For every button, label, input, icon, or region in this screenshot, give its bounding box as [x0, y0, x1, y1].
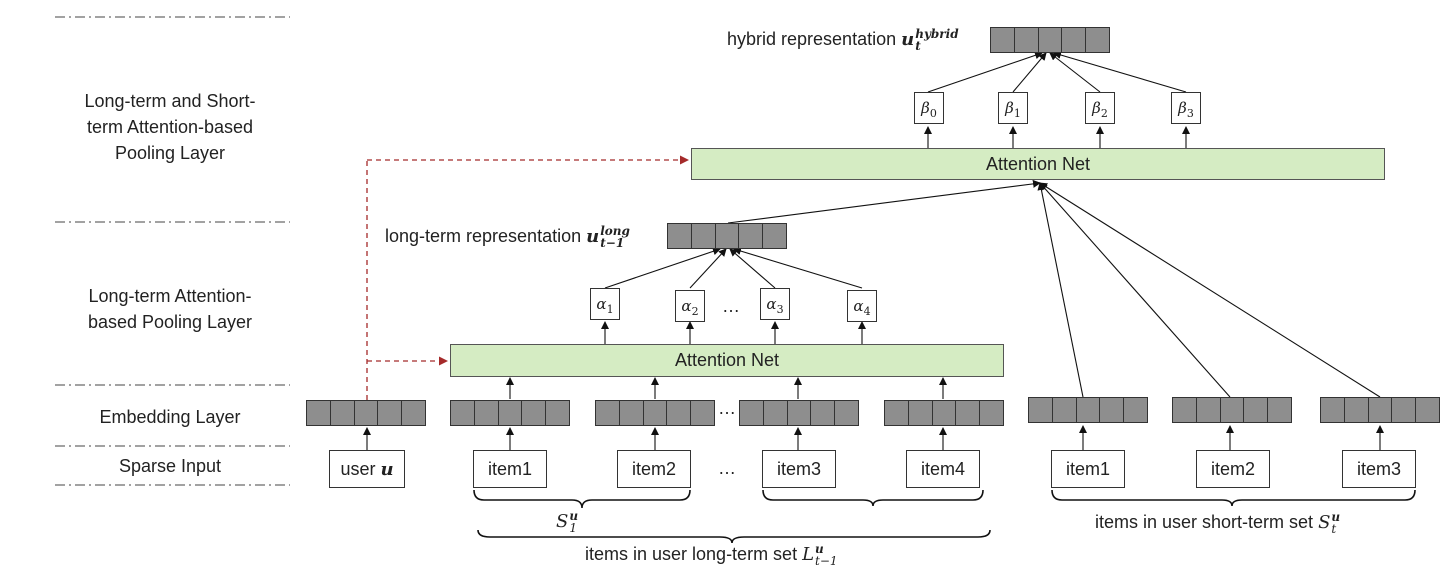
- alpha-1-weight: α1: [590, 288, 620, 320]
- alpha-4-weight: α4: [847, 290, 877, 322]
- long-item4-box: item4: [906, 450, 980, 488]
- flow-arrows: [363, 51, 1384, 450]
- short-set-symbol: S: [1318, 511, 1331, 533]
- short-item2-embedding: [1172, 397, 1292, 423]
- long-item1-box: item1: [473, 450, 547, 488]
- embedding-ellipsis: …: [718, 398, 736, 418]
- short-set-sup: u: [1331, 510, 1341, 524]
- long-set-symbol: L: [802, 543, 815, 565]
- long-item1-embedding: [450, 400, 570, 426]
- beta-2-weight: β2: [1085, 92, 1115, 124]
- long-item2-box: item2: [617, 450, 691, 488]
- user-input-box: user u: [329, 450, 405, 488]
- beta-0-weight: β0: [914, 92, 944, 124]
- long-item4-embedding: [884, 400, 1004, 426]
- hybrid-label-text: hybrid representation: [727, 28, 897, 49]
- user-input-symbol: u: [380, 459, 394, 480]
- layer-label-long-short-pooling: Long-term and Short- term Attention-base…: [84, 91, 256, 163]
- braces: [473, 489, 1416, 544]
- short-set-sub: t: [1331, 522, 1337, 536]
- hybrid-representation-vector: [990, 27, 1110, 53]
- long-item3-box: item3: [762, 450, 836, 488]
- layer-label-long-pooling: Long-term Attention- based Pooling Layer: [87, 286, 253, 332]
- user-context-arrows: [366, 155, 689, 400]
- short-item1-embedding: [1028, 397, 1148, 423]
- hybrid-sup: hybrid: [915, 27, 959, 41]
- long-set-sup: u: [815, 542, 824, 556]
- attention-net-bottom: Attention Net: [450, 344, 1004, 377]
- hybrid-sub: t: [915, 39, 921, 53]
- user-input-label: user: [340, 459, 376, 479]
- long-representation-vector: [667, 223, 787, 249]
- long-label-text: long-term representation: [385, 225, 582, 246]
- layer-label-sparse-input: Sparse Input: [118, 456, 222, 476]
- short-item3-embedding: [1320, 397, 1440, 423]
- alpha-ellipsis: …: [722, 296, 740, 316]
- hybrid-symbol: u: [901, 28, 915, 50]
- long-set-text: items in user long-term set: [585, 543, 798, 564]
- long-sub: t−1: [600, 236, 625, 250]
- alpha-2-weight: α2: [675, 290, 705, 322]
- short-set-text: items in user short-term set: [1095, 511, 1314, 532]
- short-item1-box: item1: [1051, 450, 1125, 488]
- long-set-sub: t−1: [815, 554, 838, 568]
- s1-symbol: S: [556, 510, 569, 532]
- layer-label-embedding: Embedding Layer: [99, 407, 241, 427]
- input-ellipsis: …: [718, 458, 736, 478]
- long-item2-embedding: [595, 400, 715, 426]
- layer-separators: [55, 16, 290, 486]
- beta-1-weight: β1: [998, 92, 1028, 124]
- long-symbol: u: [586, 225, 600, 247]
- s1-sup: u: [569, 509, 579, 523]
- attention-net-top: Attention Net: [691, 148, 1385, 180]
- beta-3-weight: β3: [1171, 92, 1201, 124]
- alpha-3-weight: α3: [760, 288, 790, 320]
- user-embedding: [306, 400, 426, 426]
- long-item3-embedding: [739, 400, 859, 426]
- s1-sub: 1: [569, 521, 577, 535]
- short-item3-box: item3: [1342, 450, 1416, 488]
- long-sup: long: [600, 224, 630, 238]
- short-item2-box: item2: [1196, 450, 1270, 488]
